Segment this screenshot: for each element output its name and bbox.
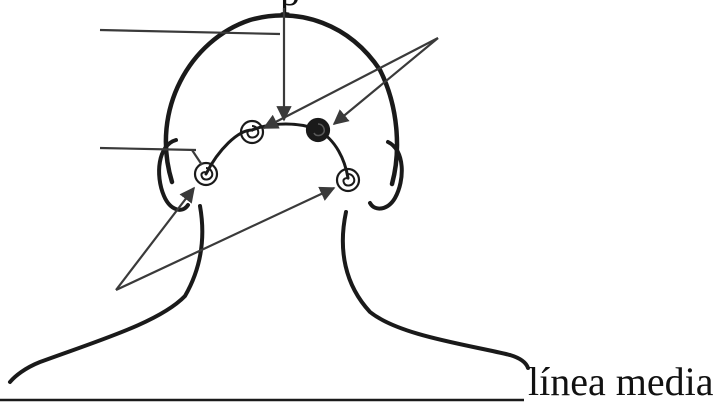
pointer-line-middle: [100, 148, 196, 150]
right-neck: [343, 212, 528, 368]
arrow-to-upper-right-point: [334, 38, 438, 124]
right-ear: [370, 142, 402, 209]
arrow-to-left-point: [116, 188, 194, 290]
arrow-to-upper-left-point: [264, 38, 438, 128]
left-neck: [10, 206, 202, 382]
arrow-to-right-point: [116, 188, 334, 290]
pointer-line-top: [100, 30, 280, 34]
midline-label: línea media: [528, 362, 713, 402]
spiral-point-upper-right: [307, 119, 329, 141]
pointer-line-middle-down: [192, 150, 202, 165]
